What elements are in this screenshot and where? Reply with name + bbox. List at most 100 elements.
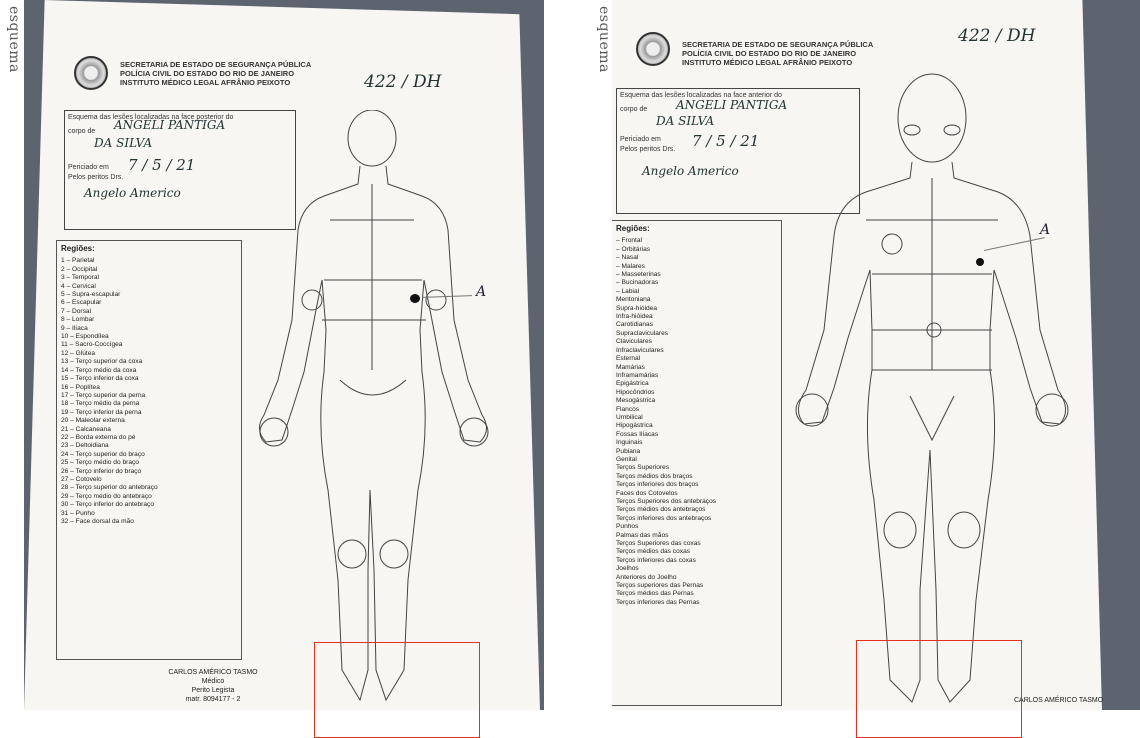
right-region-item: Inframamárias	[616, 372, 777, 380]
left-region-item: 8 – Lombar	[61, 316, 237, 324]
right-region-item: Infra-hióidea	[616, 313, 777, 321]
right-region-item: Terços inferiores das Pernas	[616, 599, 777, 607]
left-region-item: 17 – Terço superior da perna	[61, 392, 237, 400]
left-region-item: 21 – Calcaneana	[61, 426, 237, 434]
right-header-line: SECRETARIA DE ESTADO DE SEGURANÇA PÚBLIC…	[682, 40, 873, 49]
right-wound-marker	[976, 258, 984, 266]
left-header: SECRETARIA DE ESTADO DE SEGURANÇA PÚBLIC…	[120, 60, 311, 87]
left-regions-title: Regiões:	[61, 245, 237, 253]
right-signer-name: CARLOS AMÉRICO TASMO	[1014, 696, 1138, 705]
right-region-item: Hipocôndrios	[616, 389, 777, 397]
left-region-item: 22 – Borda externa do pé	[61, 434, 237, 442]
left-signer-block: CARLOS AMÉRICO TASMO Médico Perito Legis…	[148, 668, 278, 704]
left-region-item: 1 – Parietal	[61, 257, 237, 265]
right-region-item: Punhos	[616, 523, 777, 531]
left-exam-date: 7 / 5 / 21	[128, 156, 195, 174]
left-case-number: 422 / DH	[364, 72, 441, 92]
right-examiner-signature: Angelo Americo	[642, 164, 739, 178]
right-region-item: Palmas das mãos	[616, 532, 777, 540]
left-region-item: 5 – Supra-escapular	[61, 291, 237, 299]
right-region-item: Esternal	[616, 355, 777, 363]
left-region-item: 31 – Punho	[61, 510, 237, 518]
right-region-item: Mamárias	[616, 364, 777, 372]
left-region-item: 2 – Occipital	[61, 266, 237, 274]
right-region-item: Terços Superiores das coxas	[616, 540, 777, 548]
left-region-item: 19 – Terço inferior da perna	[61, 409, 237, 417]
right-region-item: Carotidianas	[616, 321, 777, 329]
right-highlight-box	[856, 640, 1022, 738]
left-region-item: 25 – Terço médio do braço	[61, 459, 237, 467]
left-region-item: 24 – Terço superior do braço	[61, 451, 237, 459]
left-header-line: INSTITUTO MÉDICO LEGAL AFRÂNIO PEIXOTO	[120, 78, 311, 87]
left-region-item: 3 – Temporal	[61, 274, 237, 282]
right-region-item: Terços inferiores das coxas	[616, 557, 777, 565]
left-region-item: 28 – Terço superior do antebraço	[61, 484, 237, 492]
right-region-item: Infraclaviculares	[616, 347, 777, 355]
left-paper-sheet: SECRETARIA DE ESTADO DE SEGURANÇA PÚBLIC…	[24, 0, 540, 710]
right-form-label: Pelos peritos Drs.	[617, 143, 678, 156]
right-marker-label: A	[1040, 222, 1050, 238]
right-case-number: 422 / DH	[958, 26, 1035, 46]
right-region-item: Faces dos Cotovelos	[616, 490, 777, 498]
left-region-item: 29 – Terço médio do antebraço	[61, 493, 237, 501]
left-side-label: esquema	[2, 6, 22, 73]
right-region-item: – Orbitárias	[616, 246, 777, 254]
right-signer-block: CARLOS AMÉRICO TASMO	[1014, 696, 1138, 705]
right-patient-surname: DA SILVA	[656, 114, 714, 128]
left-form-label: Pelos peritos Drs.	[65, 171, 126, 184]
right-region-item: Anteriores do Joelho	[616, 574, 777, 582]
right-region-item: – Bucinadoras	[616, 279, 777, 287]
right-regions-list: – Frontal– Orbitárias– Nasal– Malares– M…	[616, 237, 777, 607]
left-region-item: 18 – Terço médio da perna	[61, 400, 237, 408]
right-header: SECRETARIA DE ESTADO DE SEGURANÇA PÚBLIC…	[682, 40, 873, 67]
left-region-item: 23 – Deltoidiana	[61, 442, 237, 450]
left-patient-surname: DA SILVA	[94, 136, 152, 150]
right-side-label: esquema	[592, 6, 612, 73]
right-region-item: Umbilical	[616, 414, 777, 422]
right-region-item: Terços médios dos braços	[616, 473, 777, 481]
left-header-line: POLÍCIA CIVIL DO ESTADO DO RIO DE JANEIR…	[120, 69, 311, 78]
right-region-item: – Labial	[616, 288, 777, 296]
left-region-item: 16 – Poplítea	[61, 384, 237, 392]
right-region-item: Mesogástrica	[616, 397, 777, 405]
left-region-item: 14 – Terço médio da coxa	[61, 367, 237, 375]
right-region-item: Terços Superiores	[616, 464, 777, 472]
right-regions-title: Regiões:	[616, 225, 777, 233]
right-region-item: Terços médios das Pernas	[616, 590, 777, 598]
left-marker-label: A	[476, 284, 486, 300]
right-region-item: Mentoniana	[616, 296, 777, 304]
right-region-item: Terços superiores das Pernas	[616, 582, 777, 590]
left-region-item: 4 – Cervical	[61, 283, 237, 291]
left-wound-marker	[410, 294, 420, 303]
left-region-item: 10 – Espondílea	[61, 333, 237, 341]
right-region-item: – Frontal	[616, 237, 777, 245]
right-regions-legend: Regiões: – Frontal– Orbitárias– Nasal– M…	[612, 220, 782, 706]
right-region-item: Flancos	[616, 406, 777, 414]
right-region-item: Epigástrica	[616, 380, 777, 388]
left-patient-name: ANGELI PANTIGA	[114, 118, 225, 132]
right-region-item: – Nasal	[616, 254, 777, 262]
right-paper-sheet: SECRETARIA DE ESTADO DE SEGURANÇA PÚBLIC…	[612, 0, 1102, 710]
right-form-label: corpo de	[617, 103, 650, 116]
left-coat-of-arms-icon	[74, 56, 108, 90]
right-header-line: INSTITUTO MÉDICO LEGAL AFRÂNIO PEIXOTO	[682, 58, 873, 67]
right-region-item: – Masseterinas	[616, 271, 777, 279]
left-header-line: SECRETARIA DE ESTADO DE SEGURANÇA PÚBLIC…	[120, 60, 311, 69]
right-document-photo: SECRETARIA DE ESTADO DE SEGURANÇA PÚBLIC…	[612, 0, 1140, 710]
right-region-item: Terços inferiores dos braços	[616, 481, 777, 489]
right-region-item: Supra-hióidea	[616, 305, 777, 313]
left-signer-line: Médico	[148, 677, 278, 686]
right-region-item: Fossas Ilíacas	[616, 431, 777, 439]
right-region-item: Inguinais	[616, 439, 777, 447]
right-region-item: Claviculares	[616, 338, 777, 346]
posterior-body-diagram	[220, 110, 520, 710]
right-region-item: Genital	[616, 456, 777, 464]
left-signer-line: matr. 8094177 - 2	[148, 695, 278, 704]
left-examiner-signature: Angelo Americo	[84, 186, 181, 200]
left-signer-name: CARLOS AMÉRICO TASMO	[148, 668, 278, 677]
right-header-line: POLÍCIA CIVIL DO ESTADO DO RIO DE JANEIR…	[682, 49, 873, 58]
left-region-item: 11 – Sacro-Coccígea	[61, 341, 237, 349]
left-region-item: 20 – Maleolar externa	[61, 417, 237, 425]
